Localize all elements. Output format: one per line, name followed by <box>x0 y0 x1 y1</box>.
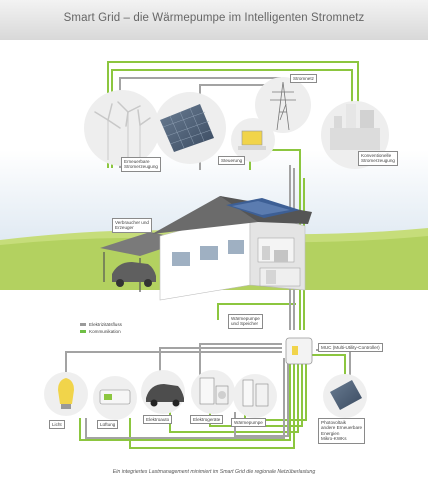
label-muc: MUC (Multi-Utility-Controller) <box>318 343 383 353</box>
label-consumers: Verbraucher und Erzeuger <box>112 218 152 233</box>
device-light <box>44 372 88 416</box>
solar-farm <box>154 92 226 164</box>
smart-grid-diagram <box>0 61 428 449</box>
legend-communication-label: Kommunikation <box>89 329 121 334</box>
legend-power-row: Elektrizitätsfluss <box>80 322 122 327</box>
wind-turbines <box>84 90 160 166</box>
device-pv <box>323 374 367 418</box>
communication-swatch <box>80 329 86 334</box>
label-ecar: Elektroauto <box>143 415 173 425</box>
legend: Elektrizitätsfluss Kommunikation <box>80 322 122 336</box>
page-title: Smart Grid – die Wärmepumpe im Intellige… <box>63 12 365 24</box>
control-center <box>231 118 275 162</box>
legend-communication-row: Kommunikation <box>80 329 122 334</box>
label-control: Steuerung <box>218 156 246 166</box>
muc-device <box>285 337 313 365</box>
label-ventilation: Lüftung <box>97 420 119 430</box>
power-grid-tower <box>255 77 311 133</box>
caption: Ein integriertes Lastmanagement minimier… <box>112 469 316 475</box>
device-appliances <box>191 370 235 414</box>
device-heatpump <box>233 374 277 418</box>
label-renewable: Erneuerbare Stromerzeugung <box>121 157 161 172</box>
legend-power-label: Elektrizitätsfluss <box>89 322 122 327</box>
label-conventional: Konventionelle Stromerzeugung <box>358 151 398 166</box>
header-bar: Smart Grid – die Wärmepumpe im Intellige… <box>0 0 428 40</box>
device-ventilation <box>93 376 137 420</box>
label-light: Licht <box>49 420 65 430</box>
label-heatpump: Wärmepumpe <box>231 418 266 428</box>
house <box>152 196 312 301</box>
communication-lines <box>79 61 359 449</box>
label-pv: Photovoltaik andere Erneuerbare Energien… <box>318 418 366 444</box>
label-heatpump-storage: Wärmepumpe und Speicher <box>228 314 263 329</box>
power-swatch <box>80 322 86 327</box>
label-grid: Stromnetz <box>290 74 317 84</box>
device-ecar <box>141 370 185 414</box>
label-appliances: Elektrogeräte <box>190 415 224 425</box>
